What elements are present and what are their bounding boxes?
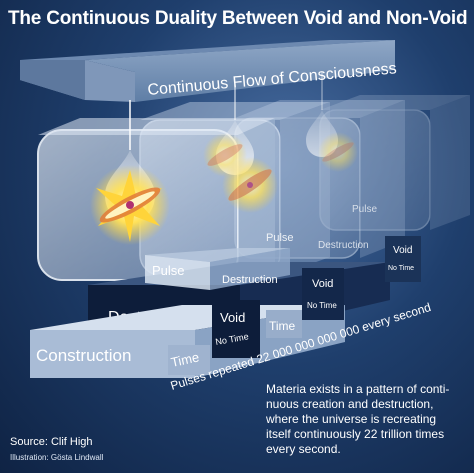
caption-line: where the universe is recreating [266, 412, 437, 426]
time-label-2: Time [269, 319, 296, 333]
time-blocks [168, 310, 302, 375]
void-label-1: Void [220, 310, 245, 325]
star-burst-back-3 [318, 132, 358, 172]
time-label-1: Time [170, 349, 201, 370]
caption-line: nuous creation and destruction, [266, 397, 434, 411]
flow-bar [20, 40, 395, 102]
caption-line: Materia exists in a pattern of conti- [266, 382, 450, 396]
star-burst-back-2 [203, 133, 247, 177]
no-time-label-2: No Time [307, 301, 337, 310]
pulse-label-3: Pulse [352, 204, 377, 215]
diagram-title: The Continuous Duality Between Void and … [8, 8, 468, 29]
void-blocks [212, 236, 421, 358]
no-time-label-3: No Time [388, 265, 414, 272]
pulse-label-2: Pulse [266, 232, 294, 244]
destruction-label-2: Destruction [222, 274, 278, 286]
illustration-credit: Illustration: Gösta Lindwall [10, 453, 104, 462]
pulse-label-1: Pulse [152, 263, 185, 278]
source-text: Source: Clif High [10, 436, 93, 448]
caption-text: Materia exists in a pattern of conti- nu… [266, 382, 471, 457]
construction-label: Construction [36, 346, 131, 365]
star-burst-front [90, 165, 170, 245]
destruction-label-3: Destruction [318, 240, 369, 251]
caption-line: itself continuously 22 trillion times [266, 427, 445, 441]
caption-line: every second. [266, 442, 341, 456]
void-label-2: Void [312, 278, 333, 290]
pulse-segments [145, 248, 290, 290]
void-label-3: Void [393, 245, 412, 256]
